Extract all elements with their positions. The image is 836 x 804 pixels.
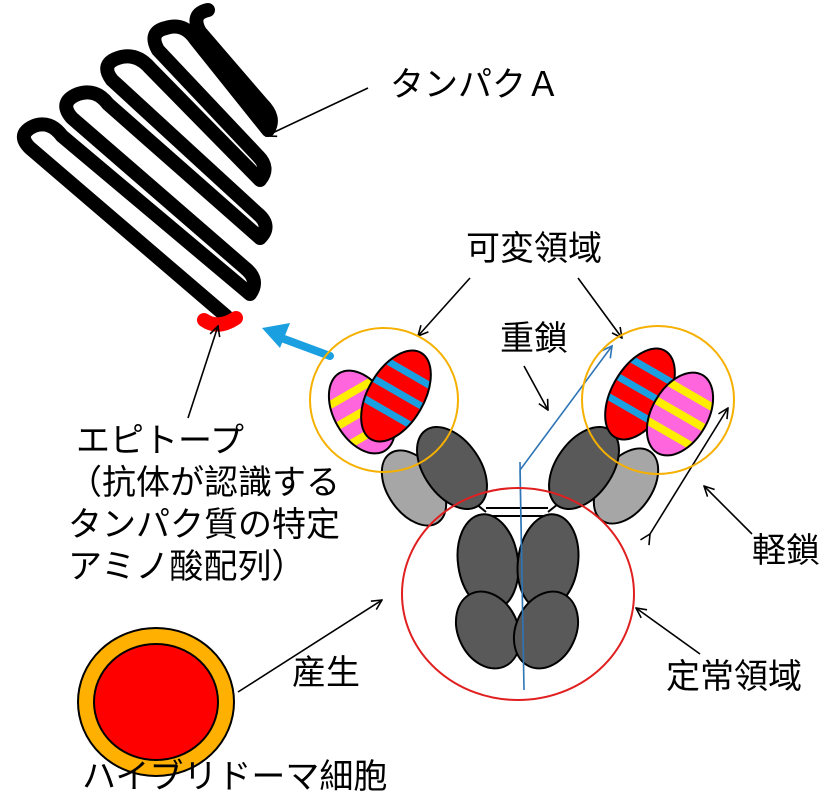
binding-arrow <box>262 323 330 356</box>
label-hybridoma: ハイブリドーマ細胞 <box>82 760 387 794</box>
label-epitope-4: アミノ酸配列） <box>68 550 305 584</box>
label-constant-region: 定常領域 <box>666 660 802 694</box>
arrow-light <box>704 486 752 534</box>
arrow-variable-right <box>578 278 622 338</box>
antibody <box>305 331 737 690</box>
heavy-constant-right-3 <box>502 581 590 679</box>
arrow-heavy <box>524 366 548 410</box>
label-epitope-3: タンパク質の特定 <box>68 508 340 542</box>
label-heavy-chain: 重鎖 <box>500 322 568 356</box>
label-protein-a: タンパクＡ <box>390 68 560 102</box>
arrow-constant <box>636 608 700 654</box>
arrow-variable-left <box>418 278 470 336</box>
label-produce: 産生 <box>292 656 360 690</box>
label-light-chain: 軽鎖 <box>752 534 820 568</box>
label-epitope-2: （抗体が認識する <box>68 466 340 500</box>
epitope-mark <box>204 318 236 325</box>
arrow-epitope <box>188 326 218 418</box>
label-epitope-1: エピトープ <box>76 424 244 458</box>
arrow-protein <box>266 88 368 136</box>
protein-a-strand <box>24 10 271 316</box>
label-variable-region: 可変領域 <box>466 232 602 266</box>
hybridoma-cell-inner <box>94 644 218 760</box>
